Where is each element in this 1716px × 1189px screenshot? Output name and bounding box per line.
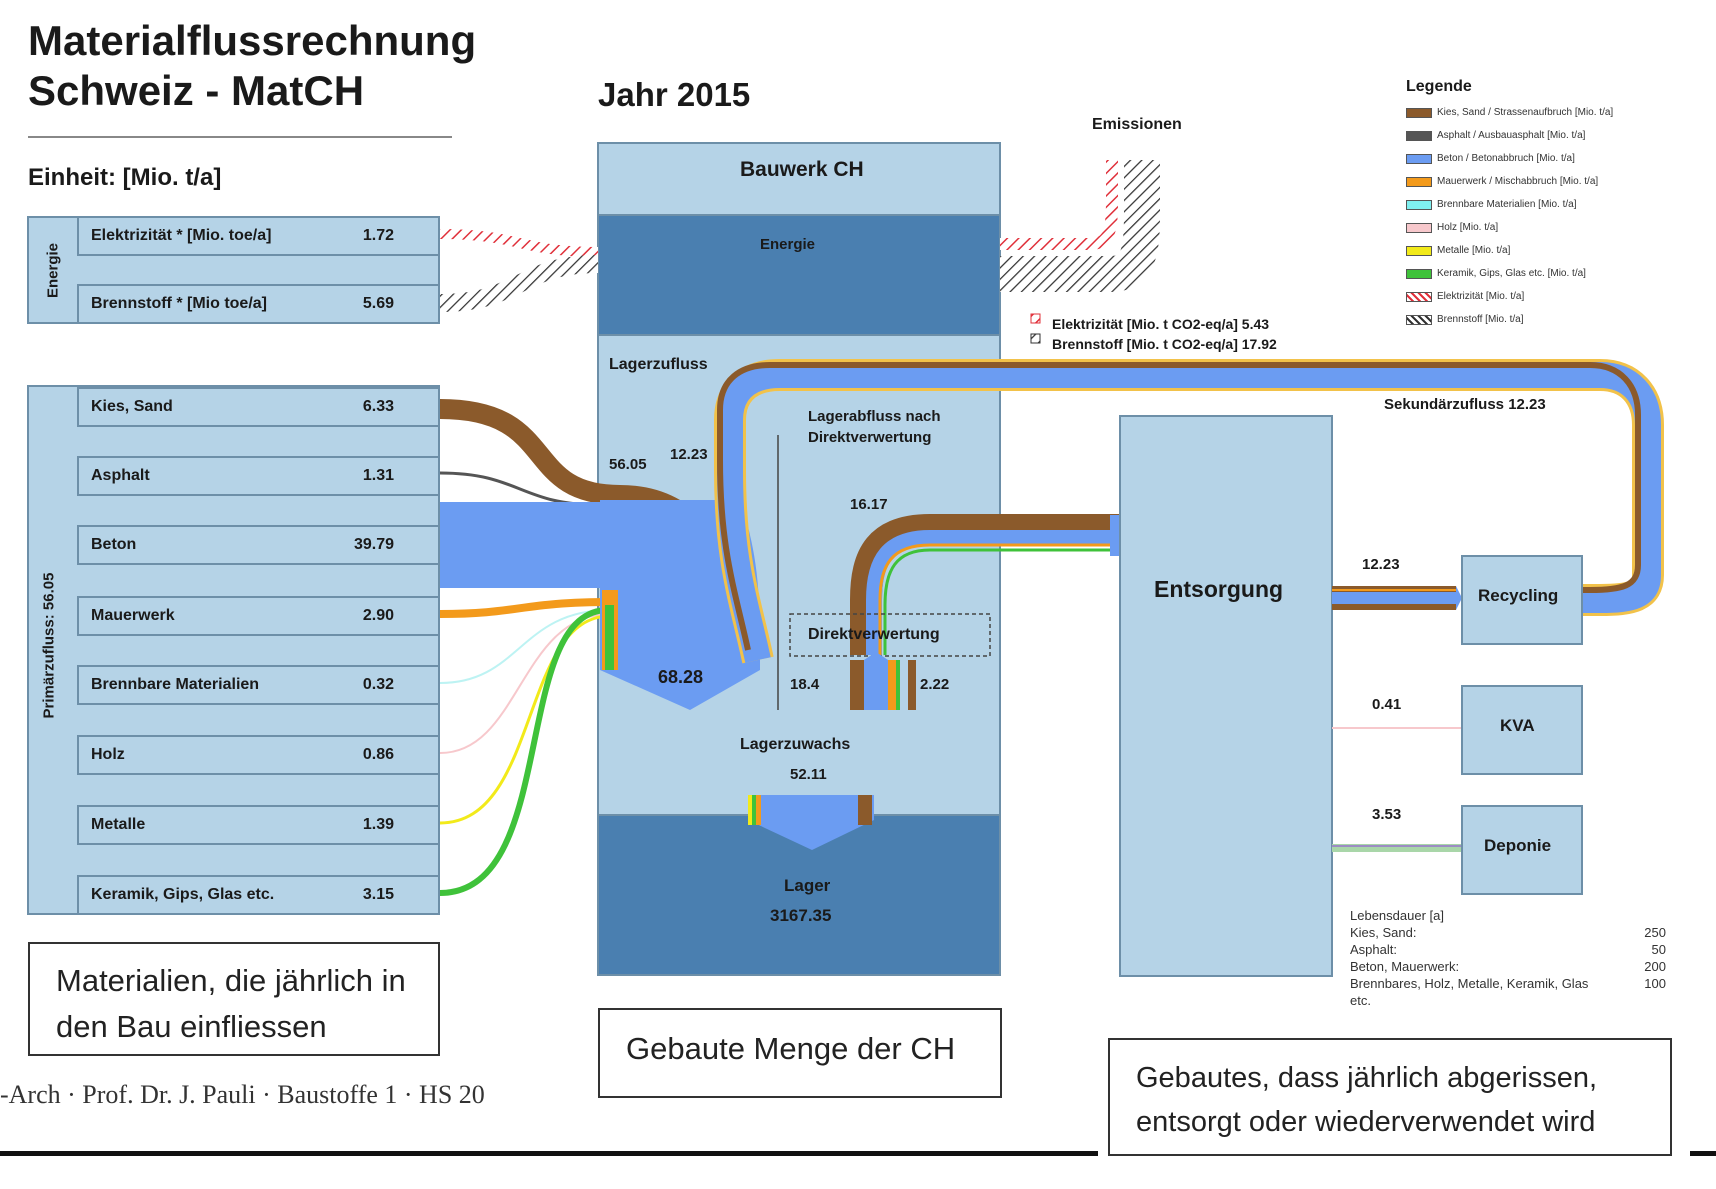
recycling-box bbox=[1461, 555, 1583, 645]
lifespan-row-name: Beton, Mauerwerk: bbox=[1350, 959, 1460, 974]
lifespan-row-value: 250 bbox=[1644, 925, 1666, 940]
flow-mauerwerk bbox=[439, 598, 613, 618]
inflow-secondary-value: 12.23 bbox=[670, 446, 708, 463]
legend-title: Legende bbox=[1406, 78, 1472, 95]
row-mauerwerk: Mauerwerk 2.90 bbox=[77, 596, 440, 636]
direktverwertung-label: Direktverwertung bbox=[808, 626, 940, 643]
flow-keramik bbox=[439, 607, 609, 896]
energie-row-elektrizitaet: Elektrizität * [Mio. toe/a] 1.72 bbox=[77, 216, 440, 256]
lagerzuwachs-label: Lagerzuwachs bbox=[740, 736, 851, 753]
flow-brennbar bbox=[439, 609, 611, 684]
legend-item-brennstoff: Brennstoff [Mio. t/a] bbox=[1406, 314, 1524, 325]
flow-elektrizitaet bbox=[439, 229, 599, 257]
deponie-flow-value: 3.53 bbox=[1372, 806, 1402, 823]
emission-elektrizitaet: Elektrizität [Mio. t CO2-eq/a] 5.43 bbox=[1052, 316, 1270, 332]
kva-box bbox=[1461, 685, 1583, 775]
flow-emission-elektrizitaet bbox=[1000, 160, 1118, 250]
lifespan-row-name: etc. bbox=[1350, 993, 1371, 1008]
title-divider bbox=[28, 136, 452, 138]
lagerzuwachs-value: 52.11 bbox=[790, 766, 827, 783]
footer-text: -Arch · Prof. Dr. J. Pauli · Baustoffe 1… bbox=[0, 1080, 485, 1109]
primaerzufluss-label: Primärzufluss: 56.05 bbox=[40, 572, 58, 719]
year-label: Jahr 2015 bbox=[598, 76, 751, 113]
lager-value: 3167.35 bbox=[770, 906, 832, 925]
unit-label: Einheit: [Mio. t/a] bbox=[28, 164, 222, 191]
energie-label: Energie bbox=[760, 236, 816, 253]
legend-item-asphalt: Asphalt / Ausbauasphalt [Mio. t/a] bbox=[1406, 130, 1585, 141]
lifespan-row-value: 100 bbox=[1644, 976, 1666, 991]
diagram-title: Materialflussrechnung Schweiz - MatCH bbox=[28, 17, 477, 114]
deponie-box bbox=[1461, 805, 1583, 895]
entsorgung-box bbox=[1119, 415, 1333, 977]
energie-group-label: Energie bbox=[44, 242, 62, 299]
row-asphalt: Asphalt 1.31 bbox=[77, 456, 440, 496]
legend-item-mauerwerk: Mauerwerk / Mischabbruch [Mio. t/a] bbox=[1406, 176, 1598, 187]
lifespan-row-value: 50 bbox=[1651, 942, 1666, 957]
flow-sekundaer bbox=[717, 362, 1661, 663]
legend-item-metalle: Metalle [Mio. t/a] bbox=[1406, 245, 1510, 256]
lagerzufluss-label: Lagerzufluss bbox=[609, 356, 708, 373]
legend-item-beton: Beton / Betonabbruch [Mio. t/a] bbox=[1406, 153, 1575, 164]
recycling-label: Recycling bbox=[1478, 586, 1559, 605]
lagerabfluss-label: Lagerabfluss nach Direktverwertung bbox=[808, 408, 941, 446]
entsorgung-label: Entsorgung bbox=[1154, 576, 1284, 602]
lagerzuwachs-arrow bbox=[748, 795, 874, 850]
lifespan-row-name: Kies, Sand: bbox=[1350, 925, 1417, 940]
caption-right: Gebautes, dass jährlich abgerissen, ents… bbox=[1108, 1038, 1672, 1156]
inflow-total-value: 68.28 bbox=[658, 667, 704, 687]
direkt-left-value: 18.4 bbox=[790, 676, 820, 693]
sekundaerzufluss-label: Sekundärzufluss 12.23 bbox=[1384, 396, 1546, 413]
caption-middle: Gebaute Menge der CH bbox=[598, 1008, 1002, 1098]
lifespan-title: Lebensdauer [a] bbox=[1350, 908, 1444, 923]
row-keramik: Keramik, Gips, Glas etc. 3.15 bbox=[77, 875, 440, 915]
lager-band bbox=[597, 814, 1001, 976]
lifespan-row-name: Brennbares, Holz, Metalle, Keramik, Glas bbox=[1350, 976, 1589, 991]
energie-band bbox=[597, 214, 1001, 336]
bauwerk-title: Bauwerk CH bbox=[740, 158, 864, 181]
row-beton: Beton 39.79 bbox=[77, 525, 440, 565]
row-metalle: Metalle 1.39 bbox=[77, 805, 440, 845]
legend-item-holz: Holz [Mio. t/a] bbox=[1406, 222, 1498, 233]
direkt-right-value: 2.22 bbox=[920, 676, 950, 693]
lager-label: Lager bbox=[784, 876, 831, 895]
row-kies: Kies, Sand 6.33 bbox=[77, 387, 440, 427]
deponie-label: Deponie bbox=[1484, 836, 1552, 855]
bottom-rule bbox=[0, 1151, 1098, 1156]
legend-item-brennbar: Brennbare Materialien [Mio. t/a] bbox=[1406, 199, 1577, 210]
legend-item-keramik: Keramik, Gips, Glas etc. [Mio. t/a] bbox=[1406, 268, 1586, 279]
lifespan-row-name: Asphalt: bbox=[1350, 942, 1397, 957]
recycling-flow-value: 12.23 bbox=[1362, 556, 1400, 573]
emissionen-label: Emissionen bbox=[1092, 116, 1182, 133]
row-holz: Holz 0.86 bbox=[77, 735, 440, 775]
flow-brennstoff bbox=[439, 255, 599, 312]
energie-row-brennstoff: Brennstoff * [Mio toe/a] 5.69 bbox=[77, 284, 440, 324]
caption-left: Materialien, die jährlich in den Bau ein… bbox=[28, 942, 440, 1056]
direktverwertung-box bbox=[789, 613, 991, 657]
kva-label: KVA bbox=[1500, 716, 1535, 735]
lagerabfluss-value: 16.17 bbox=[850, 496, 888, 513]
lifespan-row-value: 200 bbox=[1644, 959, 1666, 974]
kva-flow-value: 0.41 bbox=[1372, 696, 1402, 713]
emission-brennstoff: Brennstoff [Mio. t CO2-eq/a] 17.92 bbox=[1052, 336, 1277, 352]
legend-item-elektrizitaet: Elektrizität [Mio. t/a] bbox=[1406, 291, 1524, 302]
row-brennbare-materialien: Brennbare Materialien 0.32 bbox=[77, 665, 440, 705]
legend-item-kies: Kies, Sand / Strassenaufbruch [Mio. t/a] bbox=[1406, 107, 1613, 118]
bottom-rule-right bbox=[1690, 1151, 1716, 1156]
inflow-primary-value: 56.05 bbox=[609, 456, 647, 473]
flow-emission-brennstoff bbox=[1000, 160, 1160, 292]
flow-metalle bbox=[439, 614, 611, 825]
